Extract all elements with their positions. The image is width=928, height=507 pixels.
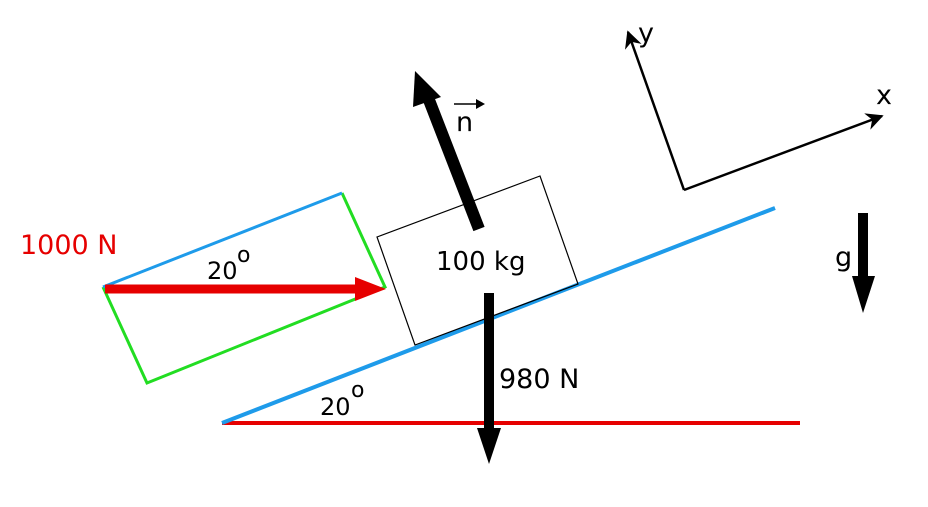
gravity-label: g	[835, 242, 852, 273]
incline-surface	[221, 206, 776, 425]
components-box	[101, 192, 388, 385]
block	[376, 175, 579, 346]
incline-angle-label: 20	[320, 393, 351, 421]
applied-angle-degree: o	[237, 243, 250, 268]
mass-label: 100 kg	[436, 247, 525, 277]
gravity-shaft	[858, 213, 868, 279]
normal-force-shaft	[423, 97, 485, 232]
applied-angle-label: 20	[207, 257, 238, 285]
applied-force-head	[355, 277, 386, 301]
weight-shaft	[484, 293, 494, 433]
applied-force-label: 1000 N	[20, 230, 118, 261]
y-axis	[625, 30, 686, 191]
weight-head	[477, 428, 501, 464]
gravity-head	[852, 276, 875, 313]
incline-angle-degree: o	[351, 378, 364, 403]
y-axis-label: y	[638, 18, 654, 49]
x-axis	[683, 113, 884, 192]
x-axis-label: x	[876, 80, 892, 111]
weight-label: 980 N	[499, 364, 579, 395]
normal-force-head	[413, 71, 441, 107]
normal-vector-bar-head	[476, 99, 485, 109]
components-box-top	[102, 191, 343, 289]
normal-label: n	[456, 107, 473, 138]
